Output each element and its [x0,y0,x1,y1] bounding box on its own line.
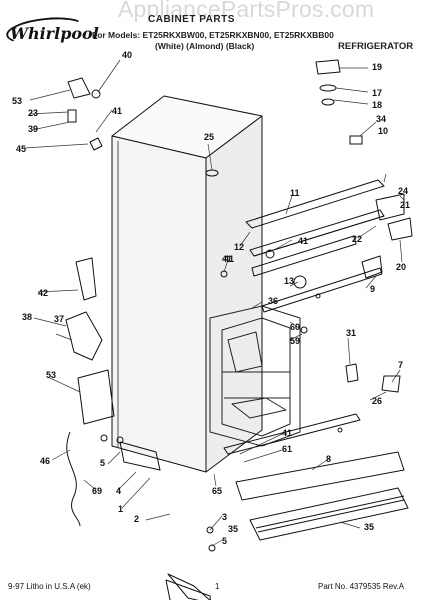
part-callouts: 4053233945412519171834101112242122204141… [12,50,410,546]
callout-10: 10 [378,126,388,136]
callout-61: 61 [282,444,292,454]
callout-41: 41 [112,106,122,116]
callout-21: 21 [400,200,410,210]
callout-23: 23 [28,108,38,118]
callout-25: 25 [204,132,214,142]
callout-18: 18 [372,100,382,110]
callout-26: 26 [372,396,382,406]
shelf-rails [245,179,385,313]
callout-2: 2 [134,514,139,524]
callout-7: 7 [398,360,403,370]
callout-17: 17 [372,88,382,98]
callout-59: 59 [290,336,300,346]
callout-37: 37 [54,314,64,324]
callout-41: 41 [224,254,234,264]
callout-53: 53 [12,96,22,106]
callout-1: 1 [118,504,123,514]
callout-45: 45 [16,144,26,154]
callout-5: 5 [222,536,227,546]
callout-36: 36 [268,296,278,306]
door-stop-parts [315,59,413,393]
callout-3: 3 [222,512,227,522]
callout-24: 24 [398,186,408,196]
callout-39: 39 [28,124,38,134]
callout-41: 41 [282,428,292,438]
leader-lines [23,59,405,547]
callout-19: 19 [372,62,382,72]
freezer-compartment [209,305,301,447]
callout-46: 46 [40,456,50,466]
callout-5: 5 [100,458,105,468]
hinge-parts [65,77,211,600]
logo-text: Whirlpool [10,24,99,43]
callout-41: 41 [222,254,232,264]
callout-42: 42 [38,288,48,298]
callout-4: 4 [116,486,121,496]
callout-53: 53 [46,370,56,380]
page-number: 1 [215,582,220,591]
callout-11: 11 [290,188,300,198]
fasteners [100,249,343,552]
callout-40: 40 [122,50,132,60]
litho-note: 9-97 Litho in U.S.A (ek) [8,582,91,591]
cabinet-outline [111,95,263,473]
callout-41: 41 [298,236,308,246]
callout-34: 34 [376,114,386,124]
callout-69: 69 [92,486,102,496]
callout-35: 35 [364,522,374,532]
callout-65: 65 [212,486,222,496]
callout-13: 13 [284,276,294,286]
product-label: REFRIGERATOR [338,41,414,52]
callout-20: 20 [396,262,406,272]
callout-9: 9 [370,284,375,294]
callout-8: 8 [326,454,331,464]
bottom-rails [223,413,409,541]
watermark: AppliancePartsPros.com [118,0,375,22]
callout-60: 60 [290,322,300,332]
callout-38: 38 [22,312,32,322]
part-number: Part No. 4379535 Rev.A [318,582,405,591]
whirlpool-logo: Whirlpool [4,13,99,49]
model-variants: (White) (Almond) (Black) [155,41,255,51]
callout-22: 22 [352,234,362,244]
callout-31: 31 [346,328,356,338]
callout-35: 35 [228,524,238,534]
model-numbers: For Models: ET25RKXBW00, ET25RKXBN00, ET… [92,30,334,40]
page-title: CABINET PARTS [148,14,235,25]
callout-12: 12 [234,242,244,252]
